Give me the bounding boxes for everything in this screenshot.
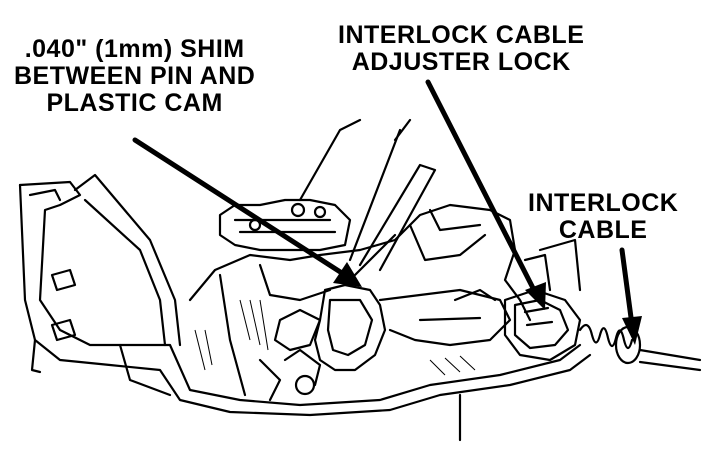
adjuster-arrow-head (525, 282, 546, 310)
shim-callout-label: .040" (1mm) SHIM BETWEEN PIN AND PLASTIC… (14, 36, 255, 117)
adjuster-label-line-1: INTERLOCK CABLE (338, 21, 585, 49)
cable-arrow-line (619, 247, 635, 328)
cable-spring (578, 323, 634, 350)
cam-pin (294, 374, 316, 396)
shim-label-line-2: BETWEEN PIN AND (14, 62, 256, 90)
interlock-cable-line (638, 348, 702, 362)
cable-label-line-2: CABLE (558, 216, 648, 244)
top-gear (218, 198, 352, 252)
shim-label-line-3: PLASTIC CAM (46, 89, 223, 117)
cable-label-line-1: INTERLOCK (528, 189, 679, 217)
housing (188, 203, 532, 322)
shim-label-line-1: .040" (1mm) SHIM (24, 35, 245, 63)
shim-arrow-line (132, 137, 348, 278)
cable-arrow-head (622, 316, 642, 345)
lever-plate (73, 173, 182, 347)
shift-lever (358, 163, 437, 272)
adjuster-arrow-line (425, 79, 538, 295)
linkage-arm (378, 288, 512, 347)
adjuster-label-line-2: ADJUSTER LOCK (351, 48, 571, 76)
plastic-cam (313, 283, 387, 372)
shim-arrow-head (333, 262, 362, 287)
interlock-cable-callout-label: INTERLOCK CABLE (528, 190, 678, 244)
adjuster-lock-callout-label: INTERLOCK CABLE ADJUSTER LOCK (338, 22, 584, 76)
base-plate (18, 180, 582, 407)
